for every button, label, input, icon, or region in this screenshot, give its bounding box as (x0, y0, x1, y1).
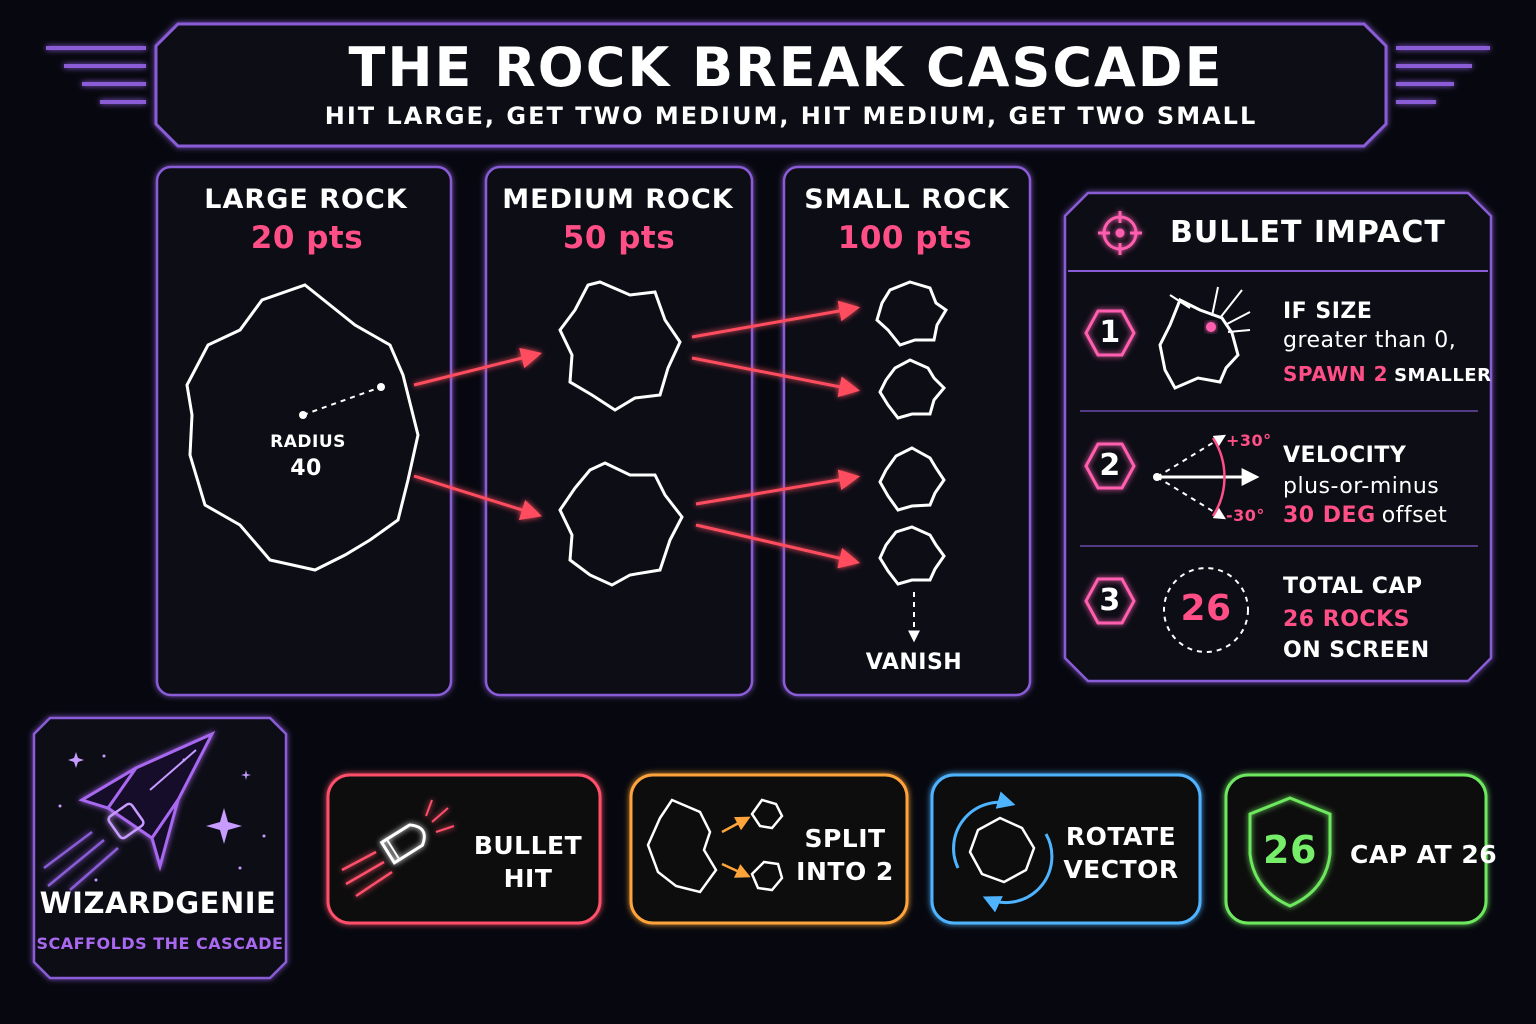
radius-label: RADIUS (270, 432, 346, 452)
split-label: SPLIT INTO 2 (796, 824, 894, 886)
angle-minus-label: -30° (1226, 506, 1265, 525)
step-2-number: 2 (1099, 448, 1121, 483)
arrow-medium-to-small-3 (695, 469, 861, 506)
cap-card (1224, 773, 1488, 925)
cap-badge-number: 26 (1180, 588, 1232, 629)
medium-rock-panel (484, 165, 754, 697)
step-3-line1: TOTAL CAP (1283, 574, 1423, 599)
radius-edge-dot (377, 383, 385, 391)
rotate-arrows-icon (952, 791, 1054, 913)
impact-panel (1063, 191, 1493, 683)
rocket-icon (43, 730, 216, 891)
step-1-number: 1 (1099, 315, 1121, 350)
brand-tagline: SCAFFOLDS THE CASCADE (36, 934, 284, 953)
arrow-large-to-medium-bottom (413, 474, 543, 520)
step-2-line1: VELOCITY (1283, 443, 1407, 468)
step-2-line2: plus-or-minus (1283, 474, 1440, 499)
medium-rock-points: 50 pts (562, 220, 676, 256)
step-2-highlight: 30 DEG (1283, 503, 1376, 528)
bullet-icon (341, 799, 455, 898)
velocity-vector-icon (1153, 434, 1260, 520)
small-rock-3 (878, 446, 946, 512)
angle-plus-label: +30° (1226, 431, 1272, 450)
small-rock-points: 100 pts (837, 220, 973, 256)
step-3-line2: 26 ROCKS (1283, 607, 1410, 632)
small-rock-1 (875, 280, 949, 347)
medium-rock-title: MEDIUM ROCK (502, 184, 734, 215)
arrow-large-to-medium-top (413, 347, 543, 387)
step-1-line2: greater than 0, (1283, 328, 1457, 353)
step-2-line3: 30 DEG offset (1283, 503, 1447, 528)
vanish-label: VANISH (865, 650, 963, 675)
right-wing-lines (1396, 46, 1490, 104)
left-wing-lines (46, 46, 146, 104)
large-rock-points: 20 pts (250, 220, 364, 256)
step-1-hexagon (1084, 309, 1136, 357)
bullet-hit-card (326, 773, 602, 925)
cap-dashed-circle (1163, 567, 1249, 653)
split-rock-icon (646, 798, 784, 894)
step-2-rest: offset (1381, 503, 1448, 528)
cap-card-label: CAP AT 26 (1350, 840, 1498, 869)
arrow-medium-to-small-1 (691, 300, 861, 339)
impact-rock-icon (1158, 286, 1251, 390)
large-rock-title: LARGE ROCK (204, 184, 408, 215)
radius-value: 40 (290, 456, 322, 481)
small-rock-title: SMALL ROCK (804, 184, 1010, 215)
cap-card-badge: 26 (1263, 828, 1317, 872)
large-rock-shape (185, 283, 420, 572)
bullet-hit-label: BULLET HIT (473, 831, 583, 893)
step-1-line3: SPAWN 2 SMALLER (1283, 362, 1491, 386)
step-3-line3: ON SCREEN (1283, 638, 1430, 663)
arrow-medium-to-small-2 (691, 356, 861, 398)
step-1-line1: IF SIZE (1283, 299, 1373, 324)
sparkle-icon (58, 752, 266, 882)
header-banner (46, 22, 1490, 148)
step-1-rest: SMALLER (1394, 365, 1492, 386)
medium-rock-top (558, 280, 682, 412)
step-3-number: 3 (1099, 583, 1121, 618)
medium-rock-bottom (558, 461, 684, 587)
crosshair-icon (1098, 211, 1142, 255)
page-subtitle: HIT LARGE, GET TWO MEDIUM, HIT MEDIUM, G… (324, 102, 1258, 130)
shield-icon (1248, 796, 1332, 908)
arrow-medium-to-small-4 (695, 523, 861, 569)
small-rock-4 (878, 525, 946, 586)
small-rock-2 (878, 358, 947, 420)
brand-name: WIZARDGENIE (39, 886, 277, 920)
rotate-vector-card (930, 773, 1202, 925)
page-title: THE ROCK BREAK CASCADE (348, 36, 1224, 99)
step-3-hexagon (1084, 577, 1136, 625)
rotate-vector-label: ROTATE VECTOR (1063, 822, 1179, 884)
impact-title: BULLET IMPACT (1170, 215, 1446, 250)
step-1-highlight: SPAWN 2 (1283, 362, 1388, 386)
step-2-hexagon (1084, 442, 1136, 490)
large-rock-panel (155, 165, 453, 697)
radius-line (302, 386, 382, 416)
